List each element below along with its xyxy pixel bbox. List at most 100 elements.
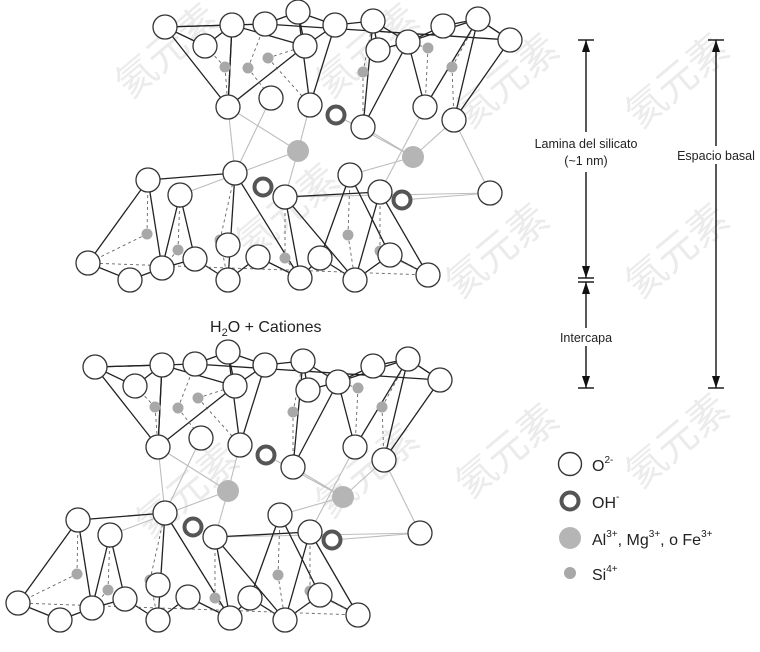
oxygen-atom bbox=[117, 267, 143, 293]
oxygen-atom bbox=[145, 607, 171, 633]
bond-line bbox=[383, 459, 421, 534]
silicon-atom bbox=[422, 42, 434, 54]
oxygen-atom bbox=[350, 114, 376, 140]
intercapa-label: Intercapa bbox=[560, 331, 612, 345]
bond-line bbox=[331, 532, 421, 541]
watermark-text: 氦元素 bbox=[447, 395, 568, 507]
bond-line bbox=[453, 18, 479, 121]
bond-line bbox=[164, 437, 202, 514]
bond-line bbox=[284, 191, 381, 198]
oxygen-atom bbox=[342, 267, 368, 293]
bond-line bbox=[319, 174, 351, 259]
oxygen-atom bbox=[371, 447, 397, 473]
bond-line bbox=[94, 366, 159, 448]
bond-line bbox=[17, 519, 79, 604]
oxygen-atom bbox=[307, 582, 333, 608]
legend-silicon-label: Si4+ bbox=[592, 564, 618, 584]
bond-line bbox=[309, 24, 336, 106]
silicon-atom bbox=[357, 66, 369, 78]
watermark-text: 氦元素 bbox=[617, 385, 738, 497]
bond-line bbox=[265, 454, 344, 498]
legend-hydroxyl-label: OH- bbox=[592, 492, 619, 512]
bond-line bbox=[284, 531, 311, 621]
octahedral-cation bbox=[217, 480, 239, 502]
bond-line bbox=[154, 406, 159, 448]
bond-line bbox=[214, 536, 286, 621]
oxygen-atom bbox=[290, 348, 316, 374]
bond-line bbox=[379, 106, 426, 193]
oxygen-atom bbox=[182, 351, 208, 377]
legend-octahedral-icon bbox=[559, 527, 581, 549]
silicon-atom bbox=[149, 401, 161, 413]
silicon-atom bbox=[71, 568, 83, 580]
lamina-label-line2: (~1 nm) bbox=[564, 154, 607, 168]
bond-line bbox=[383, 358, 409, 461]
bond-line bbox=[383, 379, 441, 461]
bond-line bbox=[362, 41, 409, 128]
oxygen-atom bbox=[65, 507, 91, 533]
legend-hydroxyl-icon bbox=[559, 490, 581, 512]
hydroxyl-group bbox=[182, 516, 204, 538]
oxygen-atom bbox=[307, 245, 333, 271]
hydroxyl-group bbox=[325, 104, 347, 126]
octahedral-cation bbox=[287, 140, 309, 162]
silicon-atom bbox=[192, 392, 204, 404]
oxygen-atom bbox=[272, 607, 298, 633]
hydroxyl-group bbox=[252, 176, 274, 198]
oxygen-atom bbox=[267, 502, 293, 528]
oxygen-atom bbox=[337, 162, 363, 188]
bond-line bbox=[77, 512, 166, 521]
legend-octahedral-label: Al3+, Mg3+, o Fe3+ bbox=[592, 529, 713, 549]
bond-line bbox=[227, 45, 306, 108]
bond-line bbox=[227, 106, 299, 152]
silicon-atom bbox=[279, 252, 291, 264]
oxygen-atom bbox=[427, 367, 453, 393]
bond-line bbox=[227, 172, 236, 281]
bond-line bbox=[157, 512, 166, 621]
silicon-atom bbox=[272, 569, 284, 581]
watermark-text: 氦元素 bbox=[307, 415, 428, 527]
oxygen-atom bbox=[252, 11, 278, 37]
oxygen-atom bbox=[477, 180, 503, 206]
silicon-atom bbox=[172, 244, 184, 256]
oxygen-atom bbox=[237, 585, 263, 611]
bond-line bbox=[267, 57, 311, 106]
oxygen-atom bbox=[367, 179, 393, 205]
atoms-layer bbox=[5, 0, 523, 633]
bond-line bbox=[309, 531, 359, 616]
legend-oxygen-icon bbox=[557, 451, 583, 477]
oxygen-atom bbox=[175, 584, 201, 610]
silicon-atom bbox=[287, 406, 299, 418]
bond-line bbox=[157, 446, 229, 492]
oxygen-atom bbox=[342, 434, 368, 460]
bond-line bbox=[234, 97, 272, 174]
oxygen-atom bbox=[365, 37, 391, 63]
oxygen-atom bbox=[145, 434, 171, 460]
bond-line bbox=[292, 381, 339, 468]
oxygen-atom bbox=[292, 33, 318, 59]
oxygen-atom bbox=[122, 373, 148, 399]
silicon-atom bbox=[262, 52, 274, 64]
oxygen-atom bbox=[395, 346, 421, 372]
oxygen-atom bbox=[497, 27, 523, 53]
watermark-text: 氦元素 bbox=[617, 195, 738, 307]
oxygen-atom bbox=[75, 250, 101, 276]
bond-line bbox=[247, 23, 266, 69]
legend: O2- OH- Al3+, Mg3+, o Fe3+ Si4+ bbox=[557, 451, 713, 584]
oxygen-atom bbox=[82, 354, 108, 380]
bond-line bbox=[249, 514, 281, 599]
bond-line bbox=[147, 172, 236, 181]
bond-line bbox=[197, 397, 241, 446]
legend-silicon-icon bbox=[564, 567, 576, 579]
oxygen-atom bbox=[112, 586, 138, 612]
hydroxyl-group bbox=[391, 189, 413, 211]
oxygen-atom bbox=[360, 353, 386, 379]
bond-line bbox=[309, 446, 356, 533]
bond-line bbox=[335, 114, 414, 158]
watermark-text: 氦元素 bbox=[437, 195, 558, 307]
oxygen-atom bbox=[395, 29, 421, 55]
silicon-atom bbox=[352, 382, 364, 394]
oxygen-atom bbox=[145, 572, 171, 598]
bond-line bbox=[239, 364, 266, 446]
interlayer-label: H2O + Cationes bbox=[210, 319, 322, 339]
